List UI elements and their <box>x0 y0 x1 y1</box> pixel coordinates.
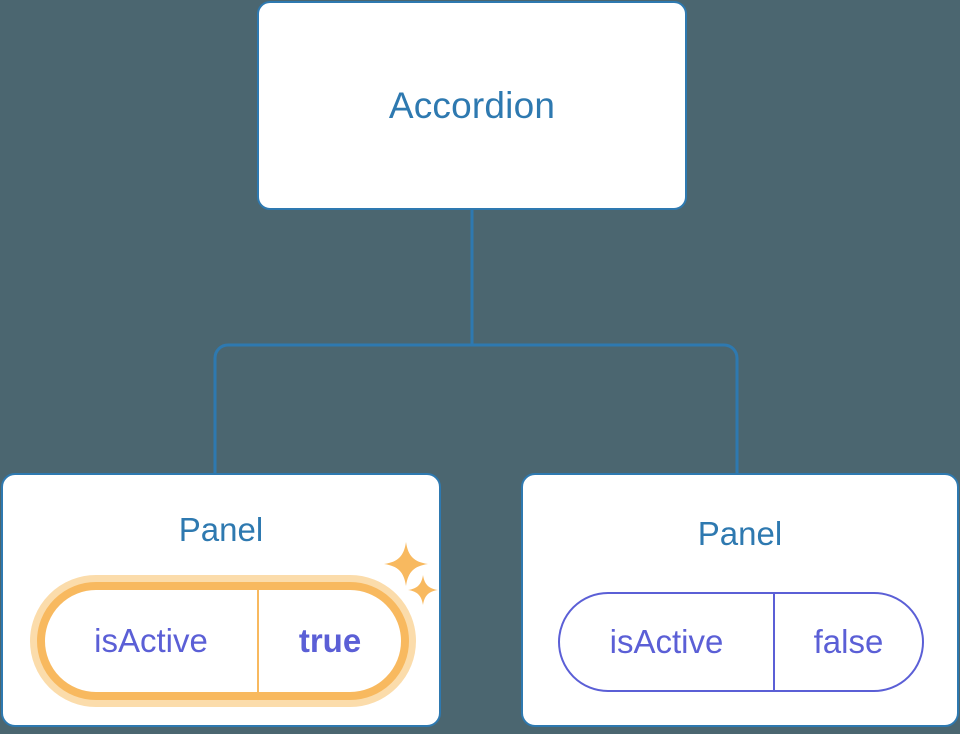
prop-value: true <box>257 590 401 692</box>
node-panel-inactive[interactable]: Panel isActive false <box>521 473 959 727</box>
node-panel-active[interactable]: Panel isActive true <box>1 473 441 727</box>
node-accordion[interactable]: Accordion <box>257 1 687 210</box>
prop-key: isActive <box>609 623 724 660</box>
connector-branch-right <box>470 343 739 475</box>
prop-pill-inner: isActive true <box>37 582 409 700</box>
node-panel-active-label: Panel <box>178 511 264 548</box>
node-accordion-label: Accordion <box>388 84 556 126</box>
prop-pill-isactive-true[interactable]: isActive true <box>30 575 416 707</box>
prop-pill-isactive-false[interactable]: isActive false <box>558 592 924 692</box>
node-panel-inactive-label: Panel <box>697 515 783 552</box>
prop-value: false <box>773 594 922 690</box>
prop-key: isActive <box>94 622 208 659</box>
connector-branch-left <box>213 343 474 475</box>
